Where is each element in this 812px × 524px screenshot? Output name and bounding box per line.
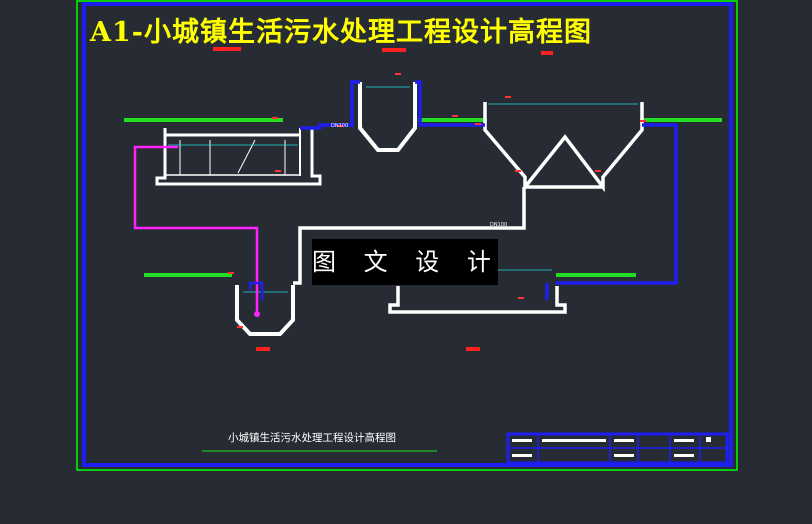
watermark-label: 图 文 设 计 <box>312 239 498 285</box>
settling-cone-tank <box>358 82 417 152</box>
connecting-pipe <box>293 187 526 285</box>
hopper-tank <box>483 102 644 193</box>
elevation-markers <box>228 73 646 328</box>
elevation-mark <box>256 347 270 351</box>
title-block-text <box>512 437 711 457</box>
pipe-label: DN100 <box>490 222 508 228</box>
grit-cone-tank <box>235 285 295 336</box>
rectangular-tank <box>155 128 322 186</box>
pipe-end <box>254 311 260 317</box>
elevation-mark <box>213 47 241 51</box>
magenta-pipeline <box>133 145 259 313</box>
inner-frame <box>82 2 733 467</box>
title-block <box>506 432 729 465</box>
lower-blue-pipe <box>248 281 264 300</box>
pipe-label: DN100 <box>331 123 349 129</box>
elevation-mark <box>541 51 553 55</box>
drawing-title: A1-小城镇生活污水处理工程设计高程图 <box>90 17 592 48</box>
outer-frame <box>76 0 738 471</box>
elevation-mark <box>382 48 406 52</box>
drawing-subtitle: 小城镇生活污水处理工程设计高程图 <box>228 432 396 444</box>
blue-pipeline <box>300 80 678 300</box>
elevation-mark <box>466 347 480 351</box>
